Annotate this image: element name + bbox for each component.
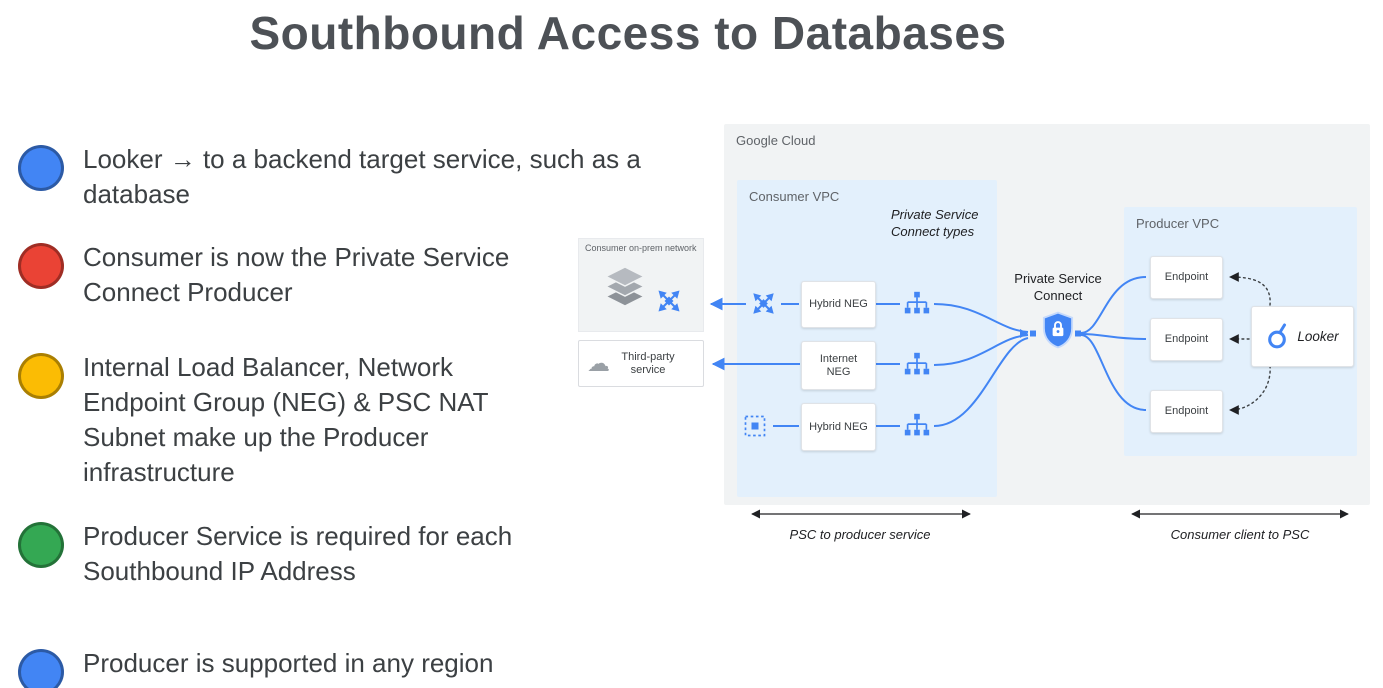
- internet-neg-box: Internet NEG: [801, 341, 876, 390]
- consumer-vpc-label: Consumer VPC: [749, 189, 840, 204]
- endpoint-label: Endpoint: [1164, 333, 1209, 345]
- endpoint-label: Endpoint: [1164, 405, 1209, 417]
- load-balancer-icon: [902, 350, 932, 380]
- consumer-client-to-psc-label: Consumer client to PSC: [1170, 527, 1310, 542]
- server-stack-icon: [602, 266, 648, 310]
- network-arrows-icon: [747, 287, 780, 320]
- bullet-text: Producer is supported in any region: [83, 648, 494, 678]
- load-balancer-icon: [902, 289, 932, 319]
- bullet-item: Consumer is now the Private Service Conn…: [18, 240, 583, 310]
- psc-to-producer-label: PSC to producer service: [789, 527, 931, 542]
- looker-icon: [1266, 322, 1290, 352]
- looker-label: Looker: [1297, 329, 1339, 344]
- hybrid-neg-label: Hybrid NEG: [809, 298, 868, 310]
- load-balancer-icon: [902, 411, 932, 441]
- bullet-item: Looker → to a backend target service, su…: [18, 142, 708, 212]
- private-service-connect-label: Private Service Connect: [1014, 271, 1102, 303]
- hybrid-neg-box: Hybrid NEG: [801, 281, 876, 328]
- bullet-text: Producer Service is required for each So…: [83, 521, 513, 586]
- bullet-marker-blue: [18, 145, 64, 191]
- hybrid-neg-box: Hybrid NEG: [801, 403, 876, 451]
- google-cloud-label: Google Cloud: [736, 133, 816, 148]
- internet-neg-label: Internet NEG: [819, 352, 858, 378]
- endpoint-box: Endpoint: [1150, 256, 1223, 299]
- bullet-item: Internal Load Balancer, Network Endpoint…: [18, 350, 538, 490]
- compute-chip-icon: [739, 410, 771, 442]
- producer-vpc-label: Producer VPC: [1136, 216, 1220, 231]
- third-party-label: Third-party service: [621, 350, 675, 376]
- network-arrows-icon: [652, 284, 686, 318]
- bullet-text: Looker → to a backend target service, su…: [83, 144, 641, 209]
- looker-box: Looker: [1251, 306, 1354, 367]
- third-party-service-box: ☁ Third-party service: [578, 340, 704, 387]
- bullet-item: Producer is supported in any region: [18, 646, 683, 688]
- endpoint-box: Endpoint: [1150, 390, 1223, 433]
- bullet-marker-red: [18, 243, 64, 289]
- psc-shield-icon: [1042, 311, 1074, 349]
- psc-types-label: Private Service Connect types: [891, 207, 979, 239]
- hybrid-neg-label: Hybrid NEG: [809, 420, 868, 433]
- page-title: Southbound Access to Databases: [249, 7, 1007, 59]
- consumer-onprem-label: Consumer on-prem network: [585, 243, 697, 253]
- bullet-marker-blue: [18, 649, 64, 688]
- endpoint-box: Endpoint: [1150, 318, 1223, 361]
- bullet-text: Consumer is now the Private Service Conn…: [83, 242, 510, 307]
- cloud-icon: ☁: [587, 350, 610, 376]
- bullet-marker-yellow: [18, 353, 64, 399]
- endpoint-label: Endpoint: [1164, 271, 1209, 283]
- bullet-marker-green: [18, 522, 64, 568]
- bullet-item: Producer Service is required for each So…: [18, 519, 643, 589]
- bullet-text: Internal Load Balancer, Network Endpoint…: [83, 352, 489, 487]
